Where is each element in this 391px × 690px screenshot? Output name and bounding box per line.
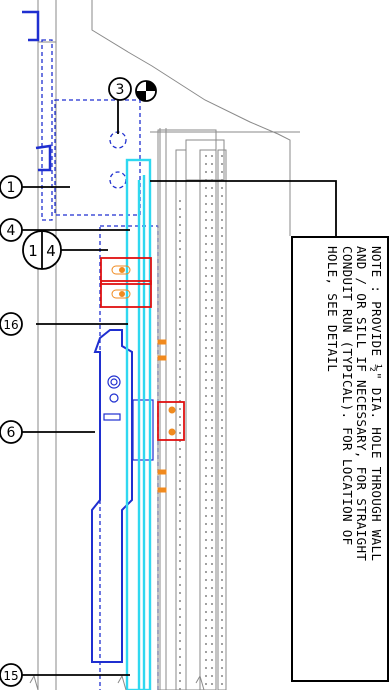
note-line-3: CONDUIT RUN (TYPICAL). FOR LOCATION OF	[339, 246, 355, 546]
callout-6: 6	[0, 420, 23, 444]
break-marks	[29, 674, 205, 690]
note-line-1: NOTE : PROVIDE ½" DIA. HOLE THROUGH WALL	[369, 246, 384, 562]
svg-text:15: 15	[3, 669, 18, 683]
note-line-2: AND / OR SILL IF NECESSARY, FOR STRAIGHT	[354, 246, 370, 562]
glass-conduit	[125, 158, 152, 690]
general-note-text: NOTE : PROVIDE ½" DIA. HOLE THROUGH WALL…	[291, 238, 389, 684]
wall-outline	[37, 0, 300, 690]
svg-text:16: 16	[3, 318, 18, 332]
svg-text:4: 4	[7, 223, 16, 239]
svg-text:1: 1	[28, 242, 38, 260]
callout-1: 1	[0, 175, 23, 199]
callout-3: 3	[108, 77, 132, 101]
fasteners	[111, 265, 176, 493]
section-target-symbol	[135, 80, 157, 102]
callout-4: 4	[0, 218, 23, 242]
sill-caps	[22, 10, 52, 172]
svg-text:4: 4	[46, 242, 56, 260]
svg-text:1: 1	[7, 180, 16, 196]
operator-mechanism	[103, 375, 154, 461]
svg-text:3: 3	[116, 82, 125, 98]
general-note-box: NOTE : PROVIDE ½" DIA. HOLE THROUGH WALL…	[291, 236, 389, 682]
note-line-4: HOLE, SEE DETAIL	[325, 246, 341, 373]
anchor-plates	[100, 257, 185, 441]
callout-15: 15	[0, 663, 23, 687]
detail-marker: 1 4	[22, 230, 62, 270]
window-frame	[157, 128, 227, 690]
steel-dotted-column	[179, 155, 223, 690]
leader-lines	[22, 92, 337, 676]
svg-text:6: 6	[7, 425, 16, 441]
callout-16: 16	[0, 312, 23, 336]
